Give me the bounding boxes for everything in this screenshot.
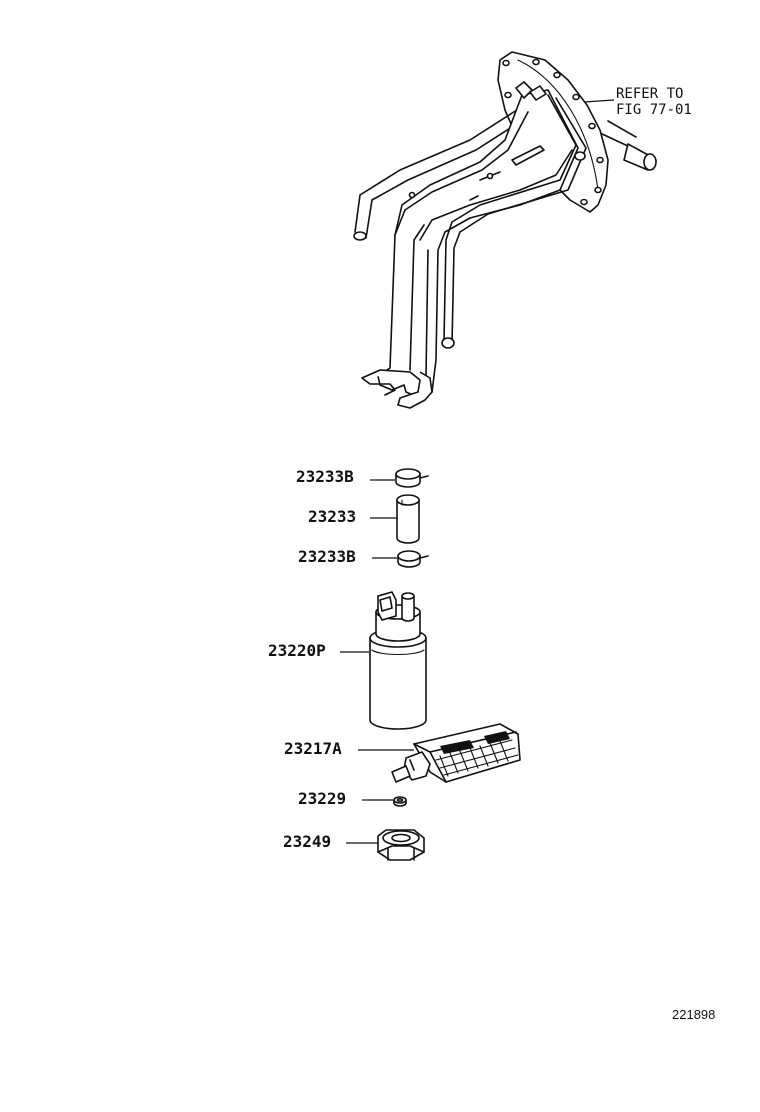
clamp-bottom-drawing: [397, 550, 429, 568]
part-label-spacer: 23229: [298, 789, 346, 808]
spacer-drawing: [393, 796, 407, 807]
part-label-hose: 23233: [308, 507, 356, 526]
reference-note-line2: FIG 77-01: [616, 102, 692, 118]
part-label-fuel-pump: 23220P: [268, 641, 326, 660]
fuel-pump-drawing: [369, 591, 427, 730]
part-label-clamp-top: 23233B: [296, 467, 354, 486]
part-label-cushion: 23249: [283, 832, 331, 851]
diagram-number: 221898: [672, 1007, 715, 1022]
reference-leader-line: [583, 99, 615, 103]
filter-mesh: [435, 731, 519, 777]
part-label-clamp-bottom: 23233B: [298, 547, 356, 566]
part-label-pump-filter: 23217A: [284, 739, 342, 758]
hose-drawing: [396, 494, 420, 544]
reference-note-line1: REFER TO: [616, 86, 683, 102]
clamp-top-drawing: [395, 468, 429, 488]
pump-filter-drawing: [391, 723, 521, 783]
pump-bracket-assembly: [353, 51, 657, 409]
cushion-drawing: [377, 829, 425, 861]
